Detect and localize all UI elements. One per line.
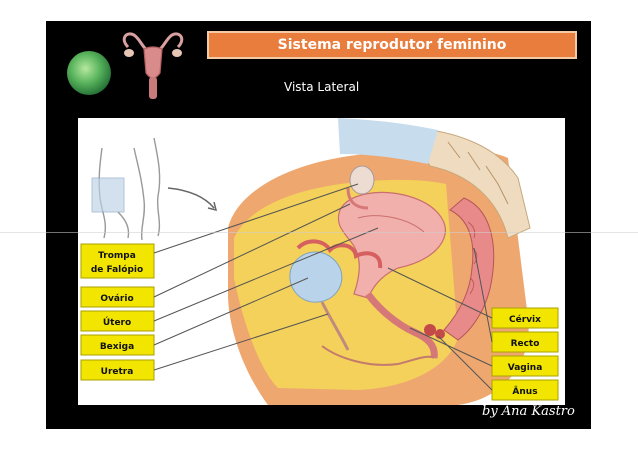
guide-line — [0, 232, 638, 233]
label-ovario-text: Ovário — [100, 294, 133, 304]
label-utero-text: Útero — [103, 316, 131, 328]
label-cervix-text: Cérvix — [509, 314, 541, 325]
egg-cell-icon — [67, 51, 111, 95]
left-labels: Trompa de Falópio Ovário Útero Bexiga Ur… — [81, 244, 154, 380]
pelvis-section — [228, 118, 530, 405]
region-box — [92, 178, 124, 212]
direction-arrow — [168, 188, 214, 208]
author-signature: by Ana Kastro — [482, 404, 575, 419]
label-trompa: Trompa de Falópio — [81, 244, 154, 278]
label-trompa-line2: de Falópio — [91, 264, 143, 275]
label-bexiga-text: Bexiga — [100, 342, 134, 352]
label-anus: Ânus — [492, 380, 558, 400]
label-vagina-text: Vagina — [508, 363, 543, 373]
label-recto-text: Recto — [511, 339, 540, 349]
label-trompa-line1: Trompa — [98, 251, 136, 261]
label-cervix: Cérvix — [492, 308, 558, 328]
label-uretra-text: Uretra — [101, 367, 134, 377]
label-uretra: Uretra — [81, 360, 154, 380]
label-ovario: Ovário — [81, 287, 154, 307]
slide: Sistema reprodutor feminino Vista Latera… — [46, 21, 591, 429]
label-bexiga: Bexiga — [81, 335, 154, 355]
title-text: Sistema reprodutor feminino — [278, 37, 507, 53]
title-banner: Sistema reprodutor feminino — [207, 31, 577, 59]
subtitle: Vista Lateral — [284, 80, 359, 94]
label-utero: Útero — [81, 311, 154, 331]
anatomy-diagram: Trompa de Falópio Ovário Útero Bexiga Ur… — [78, 118, 565, 405]
label-recto: Recto — [492, 332, 558, 352]
label-anus-text: Ânus — [512, 385, 537, 397]
uterus-icon — [118, 29, 188, 105]
label-vagina: Vagina — [492, 356, 558, 376]
